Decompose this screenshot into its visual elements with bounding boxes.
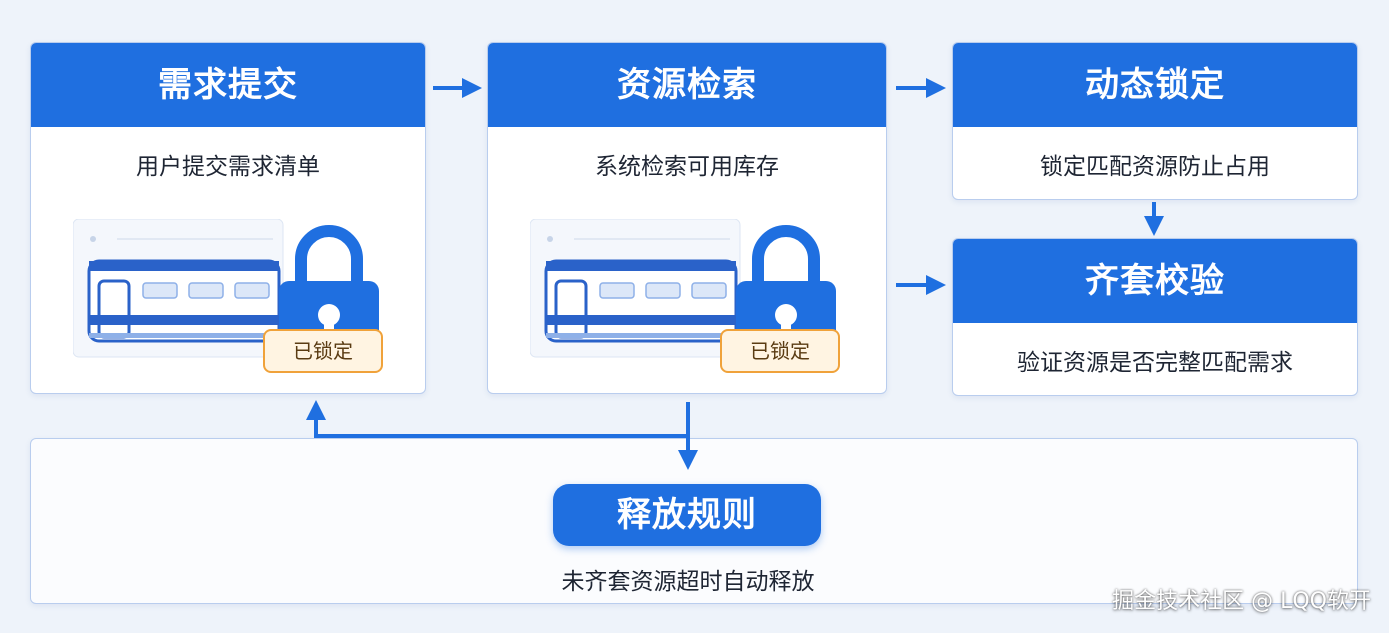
step-card-kit-check: 齐套校验 验证资源是否完整匹配需求 [952,238,1358,396]
arrow-up-icon [306,400,688,438]
step-title: 需求提交 [31,43,425,127]
step-card-resource-search: 资源检索 系统检索可用库存 已锁定 [487,42,887,394]
release-rule-description: 未齐套资源超时自动释放 [561,569,815,595]
locked-resource-illustration: 已锁定 [72,218,393,379]
train-icon [72,218,284,358]
step-description: 用户提交需求清单 [136,154,320,180]
step-title: 资源检索 [488,43,886,127]
step-description: 锁定匹配资源防止占用 [1040,154,1270,180]
step-card-demand-submit: 需求提交 用户提交需求清单 已锁定 [30,42,426,394]
train-icon [529,218,741,358]
step-title: 动态锁定 [953,43,1357,127]
locked-badge: 已锁定 [263,329,383,373]
locked-badge: 已锁定 [720,329,840,373]
step-description: 验证资源是否完整匹配需求 [1017,350,1293,376]
watermark: 掘金技术社区 @ LQQ软开 [1112,589,1371,614]
step-description: 系统检索可用库存 [595,154,779,180]
locked-resource-illustration: 已锁定 [529,218,850,379]
step-title: 齐套校验 [953,239,1357,323]
step-card-dynamic-lock: 动态锁定 锁定匹配资源防止占用 [952,42,1358,200]
release-rule-title: 释放规则 [553,484,821,546]
